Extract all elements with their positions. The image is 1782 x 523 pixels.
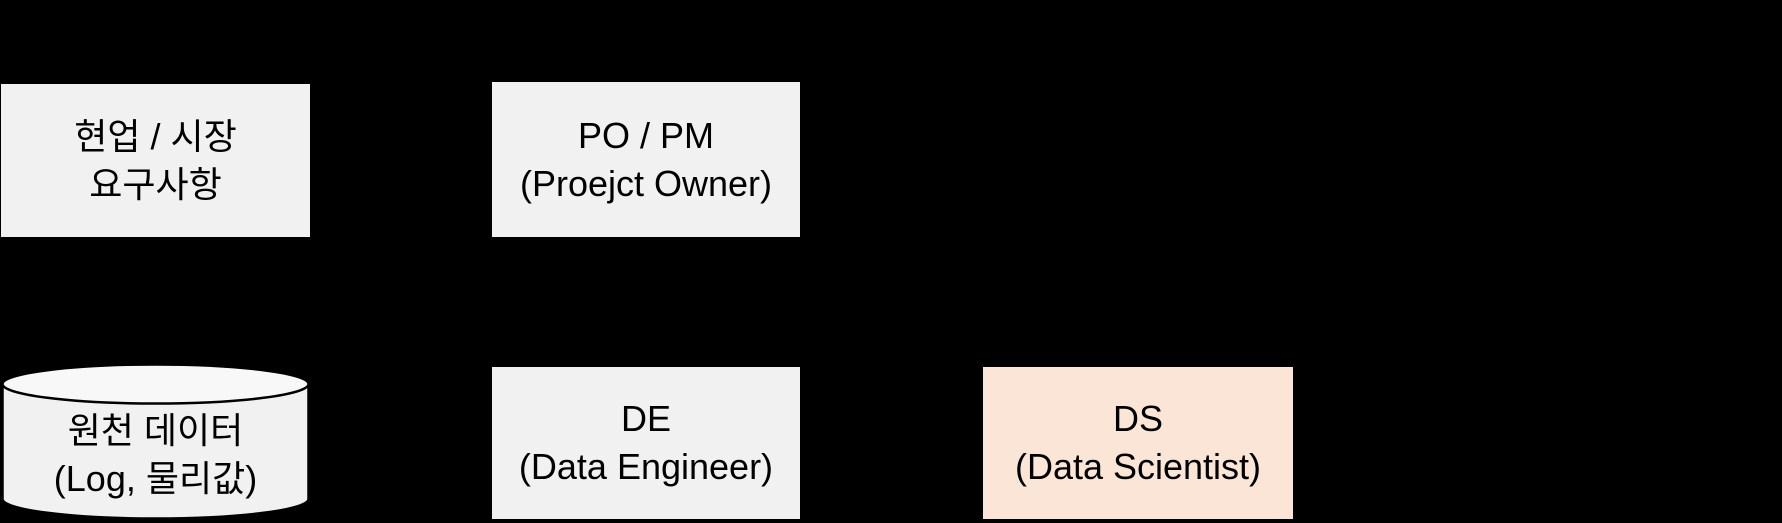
node-source-data-database: 원천 데이터 (Log, 물리값): [1, 363, 310, 520]
data-engineer-label-line1: DE: [620, 398, 671, 439]
node-project-owner: PO / PM (Proejct Owner): [492, 82, 800, 237]
project-owner-label-line1: PO / PM: [577, 114, 715, 156]
node-data-scientist: DS (Data Scientist): [983, 367, 1293, 519]
source-data-label: 원천 데이터 (Log, 물리값): [54, 381, 257, 503]
database-cylinder-icon: [1, 363, 310, 520]
data-scientist-label-line1: DS: [1112, 398, 1163, 439]
source-data-label-line1: 원천 데이터: [67, 409, 244, 451]
data-engineer-label-line2: (Data Engineer): [518, 446, 774, 487]
source-data-label-line2: (Log, 물리값): [53, 457, 258, 499]
business-requirements-label-line2: 요구사항: [89, 163, 222, 205]
node-business-market-requirements: 현업 / 시장 요구사항: [1, 84, 310, 237]
business-requirements-label-line1: 현업 / 시장: [74, 115, 237, 157]
node-data-engineer: DE (Data Engineer): [492, 367, 800, 519]
data-scientist-label-line2: (Data Scientist): [1014, 446, 1262, 487]
project-owner-label-line2: (Proejct Owner): [519, 162, 773, 204]
